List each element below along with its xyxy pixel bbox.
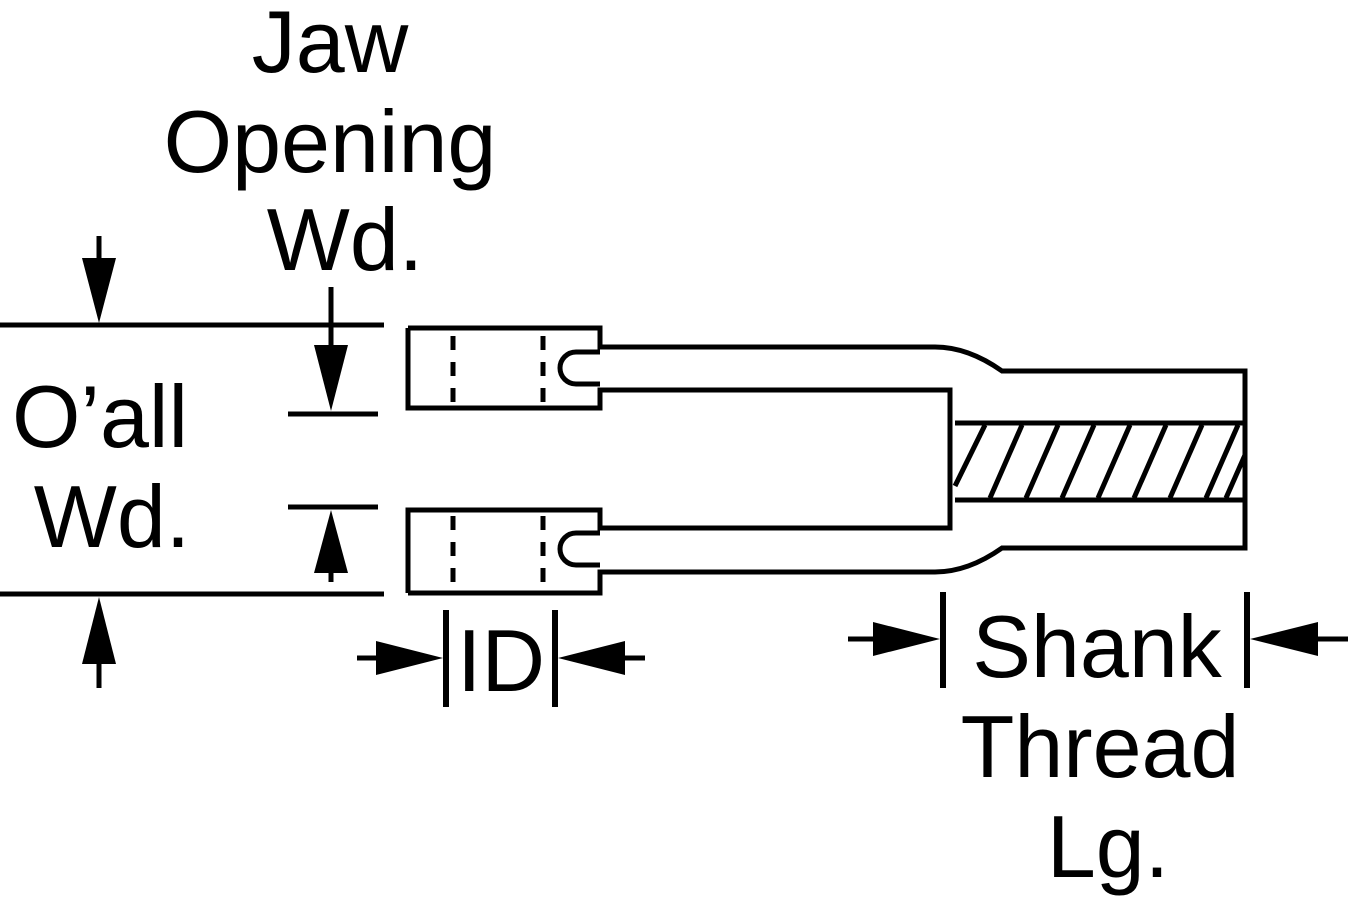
overall-width-line-2: Wd.: [34, 467, 190, 566]
shank-right-arrow: [1250, 622, 1318, 656]
id-label: ID: [457, 611, 545, 710]
id-dimension: [357, 610, 645, 707]
upper-jaw-arm: [405, 325, 1248, 596]
upper-jaw-outline: [408, 325, 1248, 596]
jaw-opening-top-arrow: [314, 345, 348, 411]
thread-length-line-2: Lg.: [1047, 797, 1169, 896]
shank-thread-length-dimension: [848, 592, 1348, 688]
jaw-opening-dimension: [288, 287, 378, 582]
thread-length-label: Thread Lg.: [961, 697, 1240, 896]
jaw-opening-label: Jaw Opening Wd.: [164, 0, 497, 289]
jaw-opening-bottom-arrow: [314, 510, 348, 573]
upper-jaw-end: [405, 328, 953, 593]
upper-pin-slot: [557, 349, 600, 387]
shank-left-arrow: [873, 622, 940, 656]
overall-width-bottom-arrow: [82, 597, 116, 664]
threaded-hole: [952, 420, 1248, 503]
id-right-arrow: [558, 641, 625, 675]
jaw-opening-line-1: Jaw: [252, 0, 409, 91]
overall-width-line-1: O’all: [12, 367, 188, 466]
lower-pin-slot: [557, 530, 600, 568]
jaw-opening-line-2: Opening: [164, 92, 497, 191]
thread-length-line-1: Thread: [961, 697, 1240, 796]
jaw-opening-line-3: Wd.: [267, 190, 423, 289]
overall-width-top-arrow: [82, 258, 116, 323]
id-left-arrow: [376, 641, 443, 675]
overall-width-label: O’all Wd.: [12, 367, 190, 566]
thread-hatching: [952, 423, 1248, 500]
shank-label: Shank: [972, 597, 1223, 696]
overall-width-dimension: [0, 236, 384, 688]
